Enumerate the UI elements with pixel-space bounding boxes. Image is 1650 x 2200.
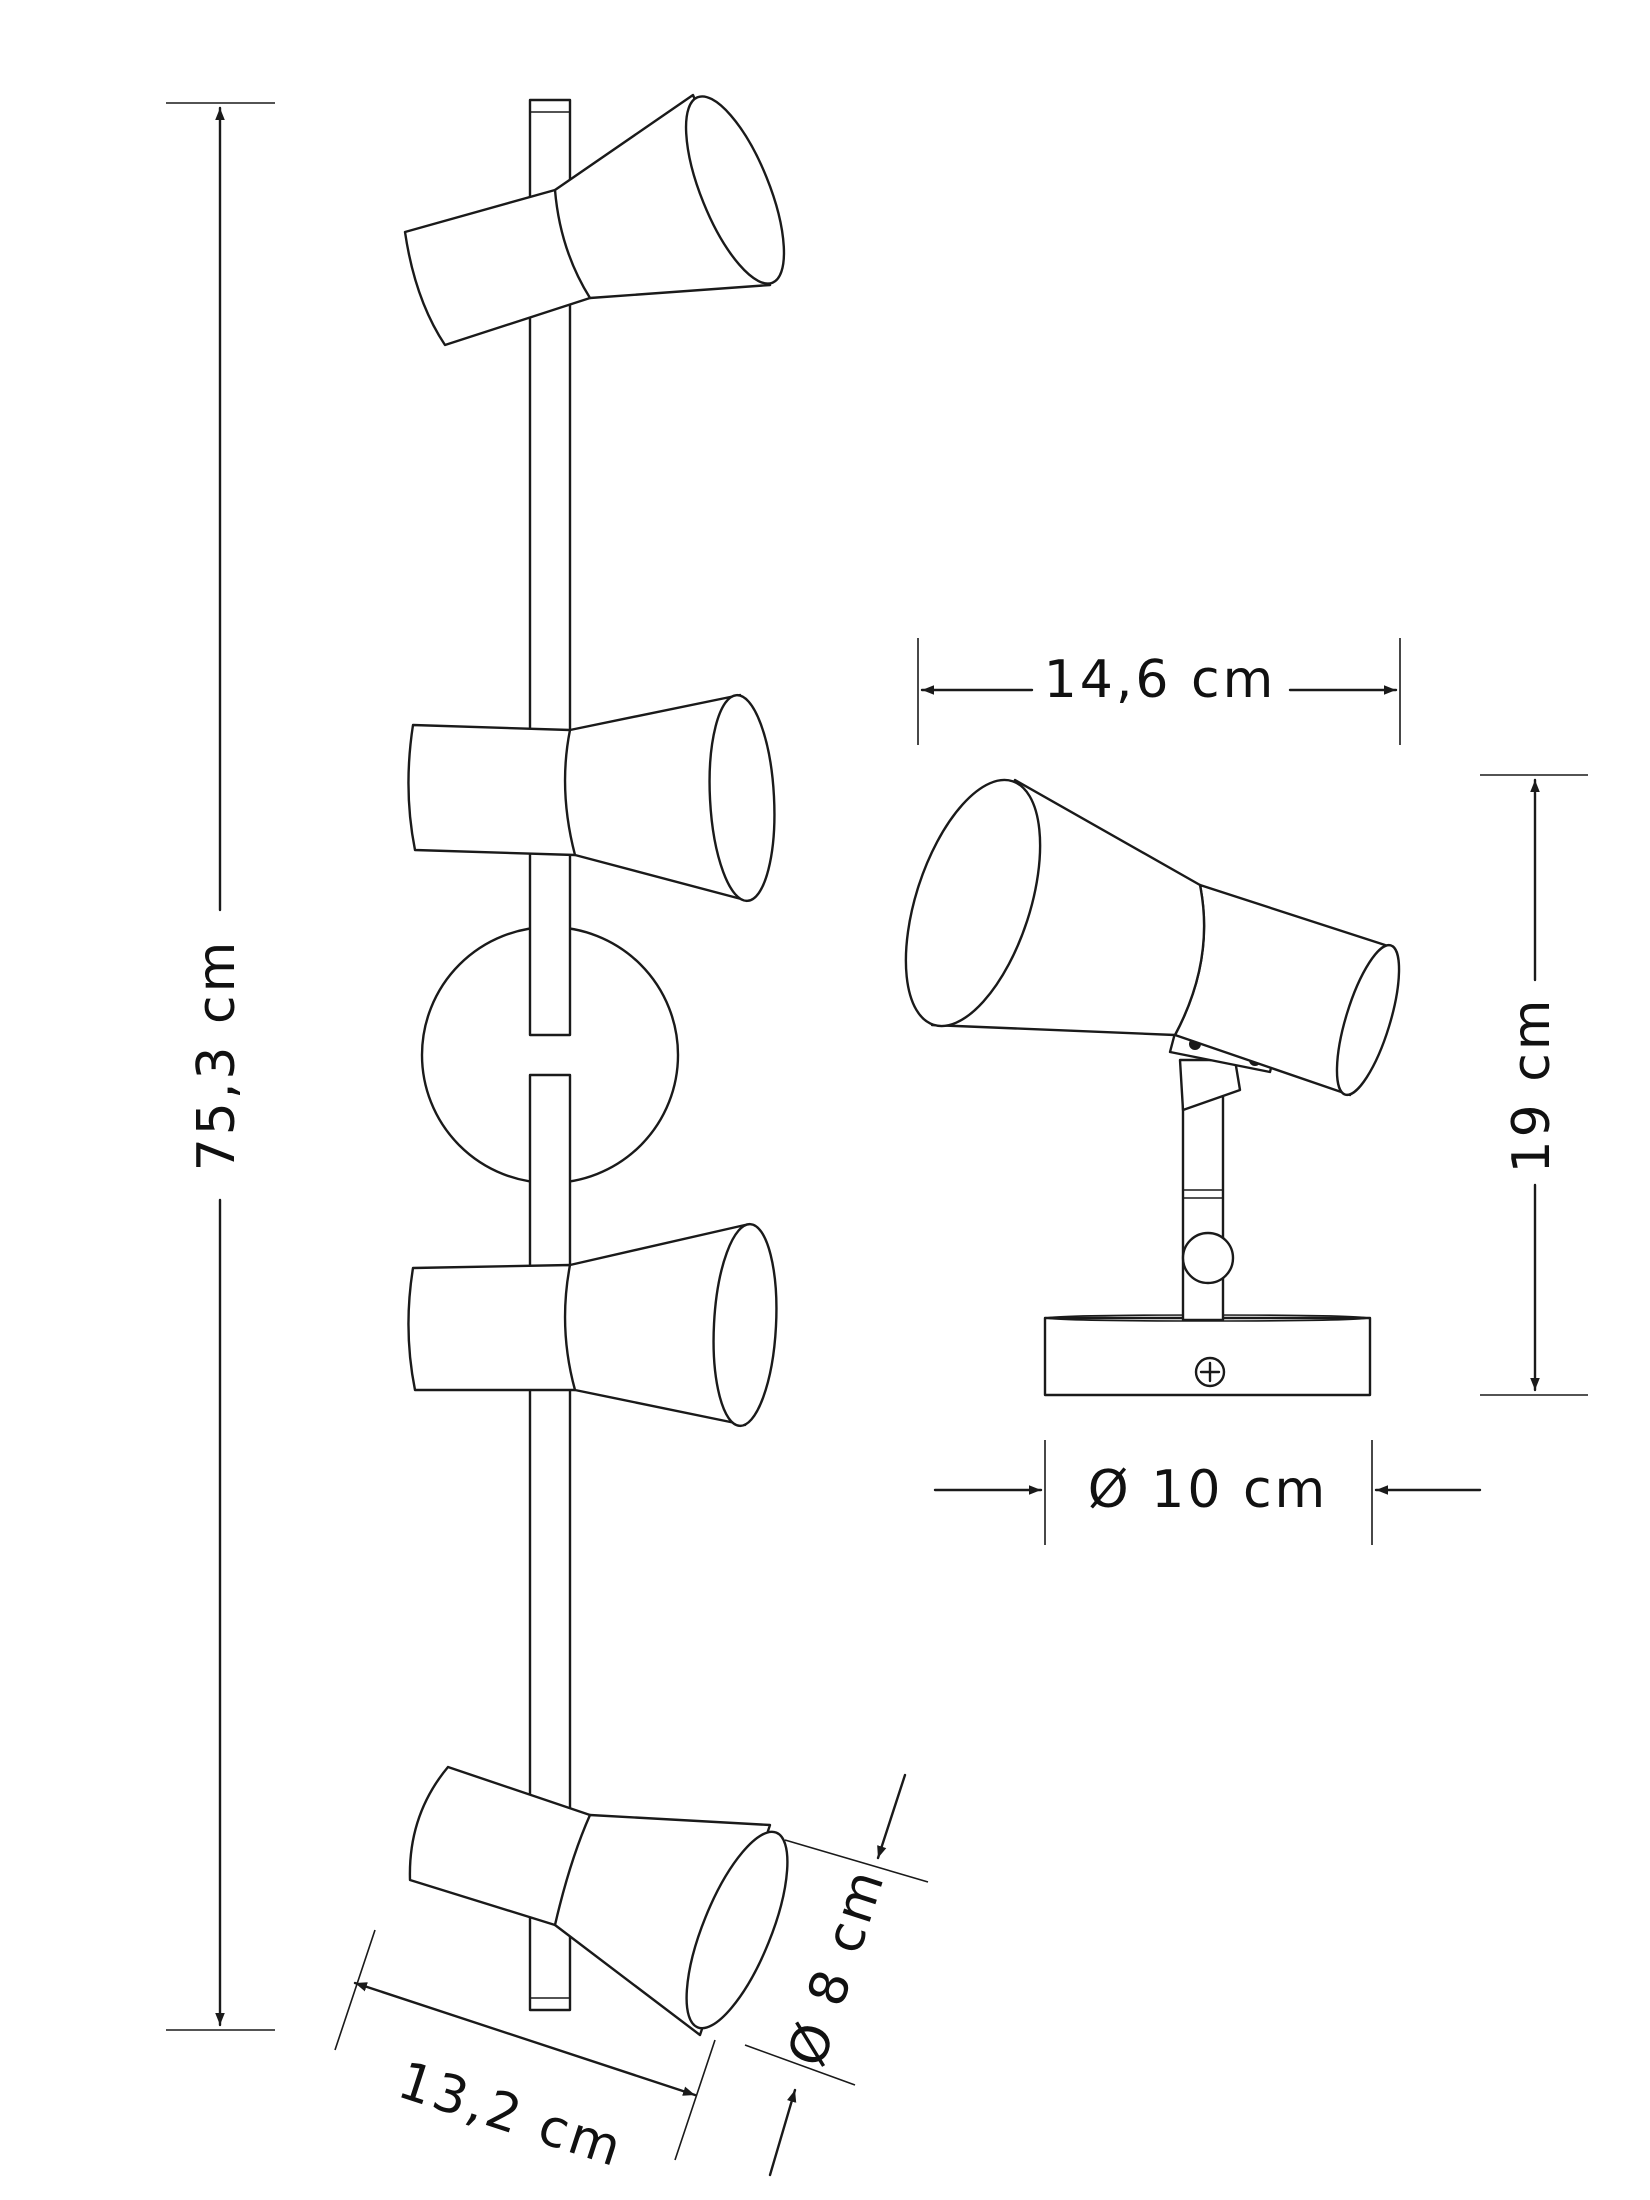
shade-opening (904, 778, 1042, 1028)
label-total-height: 75,3 cm (187, 939, 247, 1172)
dimension-total-height: 75,3 cm (166, 102, 275, 2031)
screw-icon (1194, 1356, 1226, 1388)
spot-head-4 (408, 1765, 789, 2037)
dimension-base-diameter: Ø 10 cm (933, 1440, 1482, 1545)
label-bar-depth: 13,2 cm (391, 2051, 631, 2180)
swivel-knob (1181, 1231, 1235, 1285)
dimension-single-height: 19 cm (1480, 774, 1588, 1396)
single-spot-fixture (904, 778, 1401, 1397)
label-shade-diameter: Ø 8 cm (777, 1861, 897, 2074)
label-base-diameter: Ø 10 cm (1088, 1460, 1328, 1520)
swivel-arm (1181, 1088, 1225, 1322)
spotlight-bar-fixture (403, 93, 789, 2037)
spot-head-3 (407, 1222, 778, 1428)
label-single-width: 14,6 cm (1044, 650, 1277, 710)
spot-head-2 (407, 693, 776, 903)
wall-base-plate (1043, 1316, 1372, 1397)
spot-head-1 (403, 93, 786, 347)
label-single-height: 19 cm (1502, 997, 1562, 1174)
dimension-single-width: 14,6 cm (917, 638, 1401, 745)
